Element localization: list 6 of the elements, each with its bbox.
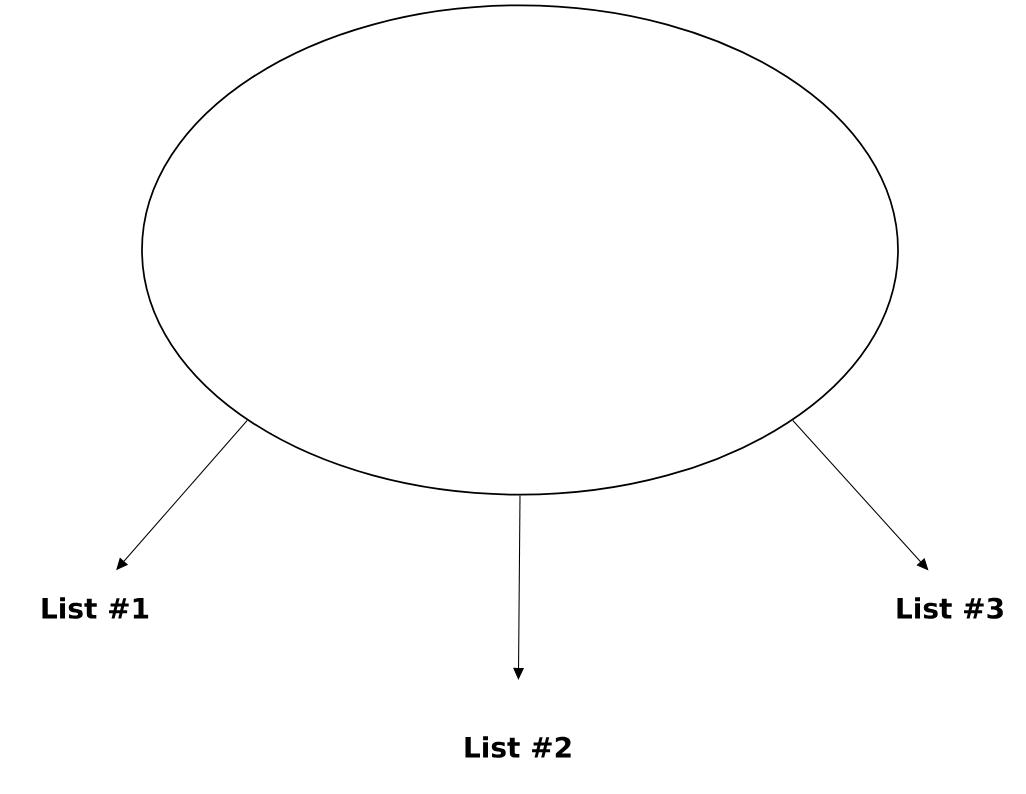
list-label: List #3 [897, 597, 1003, 619]
arrow [513, 495, 525, 680]
arrow [792, 419, 929, 571]
ellipse-shape [141, 4, 899, 496]
list-label: List #1 [42, 597, 149, 619]
list-label: List #2 [465, 736, 571, 758]
